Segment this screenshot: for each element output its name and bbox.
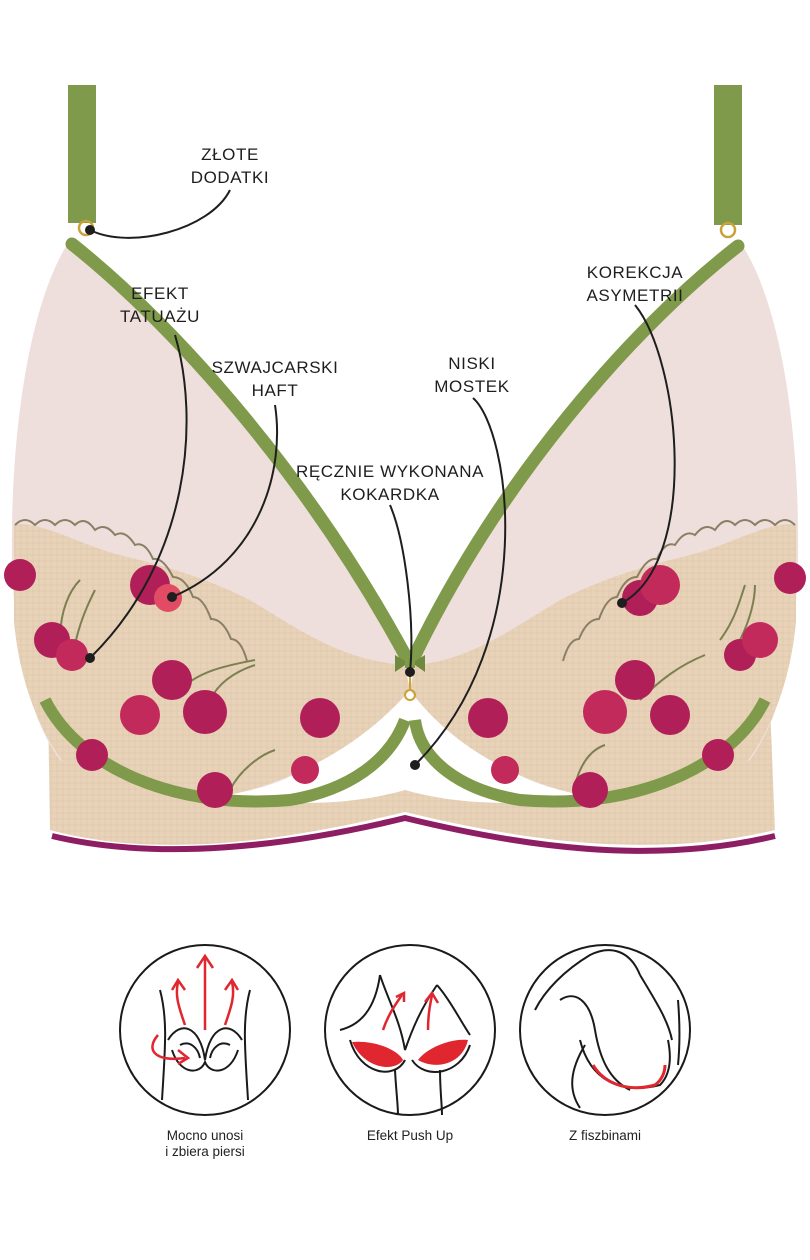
band-trim (51, 814, 776, 854)
callout-low-gore-line1: NISKI (448, 354, 496, 373)
right-gold-ring (719, 221, 737, 239)
callout-asymmetry-correction-line1: KOREKCJA (586, 263, 684, 282)
feature-caption-underwire: Z fiszbinami (505, 1128, 705, 1144)
left-scallop (14, 519, 248, 662)
right-neck-trim (408, 239, 745, 662)
callout-gold-accents-line1: ZŁOTE (201, 145, 259, 164)
feature-caption-lift: Mocno unosi i zbiera piersi (105, 1128, 305, 1160)
callout-tattoo-effect: EFEKT TATUAŻU (100, 282, 220, 328)
callout-handmade-bow-line1: RĘCZNIE WYKONANA (295, 462, 485, 481)
callout-handmade-bow: RĘCZNIE WYKONANA KOKARDKA (275, 460, 505, 506)
left-neck-trim (65, 237, 412, 662)
callout-swiss-embroidery-line2: HAFT (251, 381, 299, 400)
callout-swiss-embroidery-line1: SZWAJCARSKI (211, 358, 339, 377)
lift-and-gather-icon (119, 944, 291, 1116)
callout-asymmetry-correction: KOREKCJA ASYMETRII (565, 261, 705, 307)
right-strap (714, 85, 742, 225)
right-lace-panel (410, 524, 796, 803)
callout-low-gore-line2: MOSTEK (434, 377, 510, 396)
callout-asymmetry-correction-line2: ASYMETRII (586, 286, 684, 305)
callout-low-gore: NISKI MOSTEK (412, 352, 532, 398)
feature-caption-push-up-line1: Efekt Push Up (366, 1128, 454, 1143)
right-scallop (562, 519, 796, 662)
callout-handmade-bow-line2: KOKARDKA (340, 485, 440, 504)
callout-gold-accents: ZŁOTE DODATKI (170, 143, 290, 189)
feature-caption-lift-line2: i zbiera piersi (165, 1144, 245, 1159)
callout-tattoo-effect-line1: EFEKT (131, 284, 189, 303)
left-strap (68, 85, 96, 223)
push-up-icon (324, 944, 496, 1116)
callout-lines (85, 189, 676, 770)
feature-caption-lift-line1: Mocno unosi (166, 1128, 244, 1143)
feature-caption-push-up: Efekt Push Up (310, 1128, 510, 1144)
callout-gold-accents-line2: DODATKI (190, 168, 270, 187)
underwire-icon (519, 944, 691, 1116)
band (48, 705, 775, 845)
callout-tattoo-effect-line2: TATUAŻU (119, 307, 201, 326)
callout-swiss-embroidery: SZWAJCARSKI HAFT (195, 356, 355, 402)
feature-caption-underwire-line1: Z fiszbinami (568, 1128, 641, 1143)
